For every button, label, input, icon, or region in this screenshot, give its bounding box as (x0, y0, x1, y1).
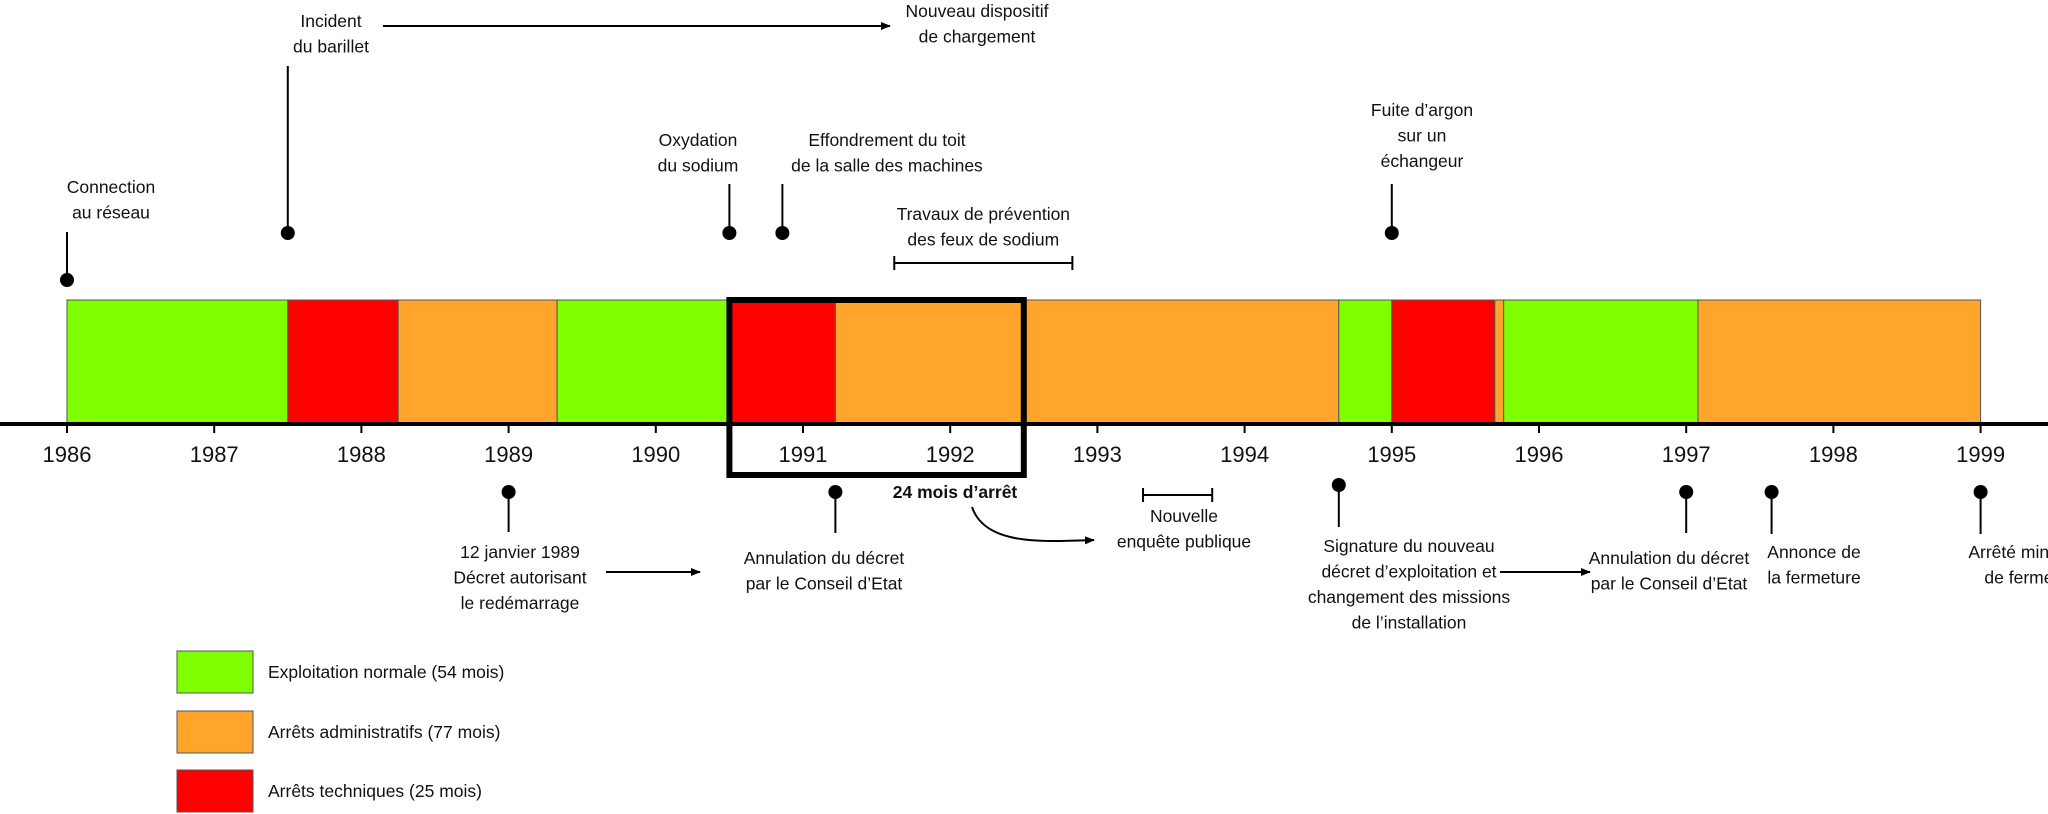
status-bar (66, 299, 1982, 425)
legend-item-technical: Arrêts techniques (25 mois) (176, 769, 482, 813)
year-label-1996: 1996 (1515, 442, 1564, 467)
event-marker (1679, 485, 1694, 499)
legend-swatch-technical (176, 769, 254, 813)
legend-label-admin: Arrêts administratifs (77 mois) (268, 722, 500, 742)
event-incident-barillet-line: du barillet (293, 37, 369, 57)
event-marker (775, 226, 790, 240)
year-label-1991: 1991 (779, 442, 828, 467)
year-label-1994: 1994 (1220, 442, 1269, 467)
event-effondrement-line: de la salle des machines (791, 156, 983, 176)
year-label-1989: 1989 (484, 442, 533, 467)
dispositif-line: de chargement (919, 27, 1036, 47)
event-arrete-fermeture: Arrêté ministériel de fermeture (1968, 485, 2048, 588)
event-connection-line: au réseau (72, 203, 150, 223)
event-connection-line: Connection (67, 177, 156, 197)
legend-label-technical: Arrêts techniques (25 mois) (268, 781, 482, 801)
segment-admin-8 (1494, 299, 1505, 425)
event-annulation-1991: Annulation du décret par le Conseil d’Eta… (744, 485, 905, 594)
highlight-box (726, 297, 1027, 478)
event-annulation-1997-line: Annulation du décret (1589, 548, 1750, 568)
event-fuite-argon-line: Fuite d’argon (1371, 100, 1473, 120)
year-label-1988: 1988 (337, 442, 386, 467)
segment-technical-1 (287, 299, 399, 425)
year-label-1992: 1992 (926, 442, 975, 467)
event-annulation-1991-line: Annulation du décret (744, 548, 905, 568)
segment-admin-5 (834, 299, 1340, 425)
year-label-1995: 1995 (1367, 442, 1416, 467)
segment-normal-9 (1503, 299, 1699, 425)
event-annulation-1991-line: par le Conseil d’Etat (746, 574, 903, 594)
segment-technical-4 (728, 299, 836, 425)
event-marker (1973, 485, 1988, 499)
event-oxydation-line: Oxydation (659, 130, 738, 150)
legend-swatch-normal (176, 650, 254, 694)
enquete-line: enquête publique (1117, 532, 1251, 552)
segment-normal-0 (66, 299, 289, 425)
legend-item-normal: Exploitation normale (54 mois) (176, 650, 504, 694)
segment-normal-6 (1338, 299, 1393, 425)
event-annulation-1997: Annulation du décret par le Conseil d’Eta… (1589, 485, 1750, 594)
year-label-1987: 1987 (190, 442, 239, 467)
event-signature-decret-line: Signature du nouveau (1323, 536, 1494, 556)
event-oxydation-line: du sodium (658, 156, 739, 176)
event-signature-decret-line: décret d’exploitation et (1321, 562, 1496, 582)
segment-normal-3 (556, 299, 730, 425)
travaux-line: des feux de sodium (907, 230, 1059, 250)
event-incident-barillet: Incident du barillet (280, 11, 369, 240)
year-label-1990: 1990 (631, 442, 680, 467)
event-signature-decret-line: changement des missions (1308, 587, 1511, 607)
event-annonce-fermeture-line: la fermeture (1767, 568, 1860, 588)
event-marker (1764, 485, 1779, 499)
event-arrete-fermeture-line: de fermeture (1984, 568, 2048, 588)
event-annonce-fermeture-line: Annonce de (1767, 542, 1860, 562)
highlight-label: 24 mois d’arrêt (893, 482, 1018, 502)
highlight-arrow (971, 506, 1095, 545)
event-marker (722, 226, 737, 240)
event-incident-barillet-line: Incident (300, 11, 361, 31)
event-annulation-1997-line: par le Conseil d’Etat (1591, 574, 1748, 594)
event-signature-decret: Signature du nouveau décret d’exploitatio… (1308, 478, 1511, 633)
event-nouveau-dispositif: Nouveau dispositif de chargement (383, 1, 1049, 47)
event-signature-decret-line: de l’installation (1352, 613, 1467, 633)
year-label-1986: 1986 (43, 442, 92, 467)
event-decret-1989-line: le redémarrage (461, 593, 580, 613)
event-effondrement: Effondrement du toit de la salle des mach… (775, 130, 983, 240)
events-layer: 24 mois d’arrêt Connection au réseau Incide… (60, 1, 2048, 633)
event-decret-1989-line: 12 janvier 1989 (460, 542, 580, 562)
year-label-1999: 1999 (1956, 442, 2005, 467)
event-decret-1989-line: Décret autorisant (453, 568, 586, 588)
event-travaux: Travaux de prévention des feux de sodium (893, 204, 1074, 270)
event-marker (60, 273, 74, 287)
year-label-1993: 1993 (1073, 442, 1122, 467)
legend: Exploitation normale (54 mois) Arrêts adm… (176, 650, 504, 813)
segment-admin-2 (397, 299, 558, 425)
legend-item-admin: Arrêts administratifs (77 mois) (176, 710, 500, 754)
event-connection: Connection au réseau (60, 177, 155, 287)
event-enquete: Nouvelle enquête publique (1117, 488, 1251, 552)
legend-swatch-admin (176, 710, 254, 754)
year-label-1998: 1998 (1809, 442, 1858, 467)
event-marker (501, 485, 516, 499)
event-oxydation: Oxydation du sodium (658, 130, 739, 240)
event-marker (1331, 478, 1346, 492)
event-effondrement-line: Effondrement du toit (808, 130, 965, 150)
event-marker (828, 485, 843, 499)
event-annonce-fermeture: Annonce de la fermeture (1764, 485, 1861, 588)
event-fuite-argon-line: sur un (1398, 126, 1447, 146)
dispositif-line: Nouveau dispositif (906, 1, 1049, 21)
year-label-1997: 1997 (1662, 442, 1711, 467)
event-fuite-argon: Fuite d’argon sur un échangeur (1371, 100, 1473, 240)
event-arrete-fermeture-line: Arrêté ministériel (1968, 542, 2048, 562)
enquete-line: Nouvelle (1150, 506, 1218, 526)
travaux-line: Travaux de prévention (897, 204, 1070, 224)
segment-admin-10 (1697, 299, 1982, 425)
event-marker (1384, 226, 1399, 240)
legend-label-normal: Exploitation normale (54 mois) (268, 662, 504, 682)
segment-technical-7 (1391, 299, 1496, 425)
event-marker (280, 226, 295, 240)
event-fuite-argon-line: échangeur (1381, 151, 1464, 171)
